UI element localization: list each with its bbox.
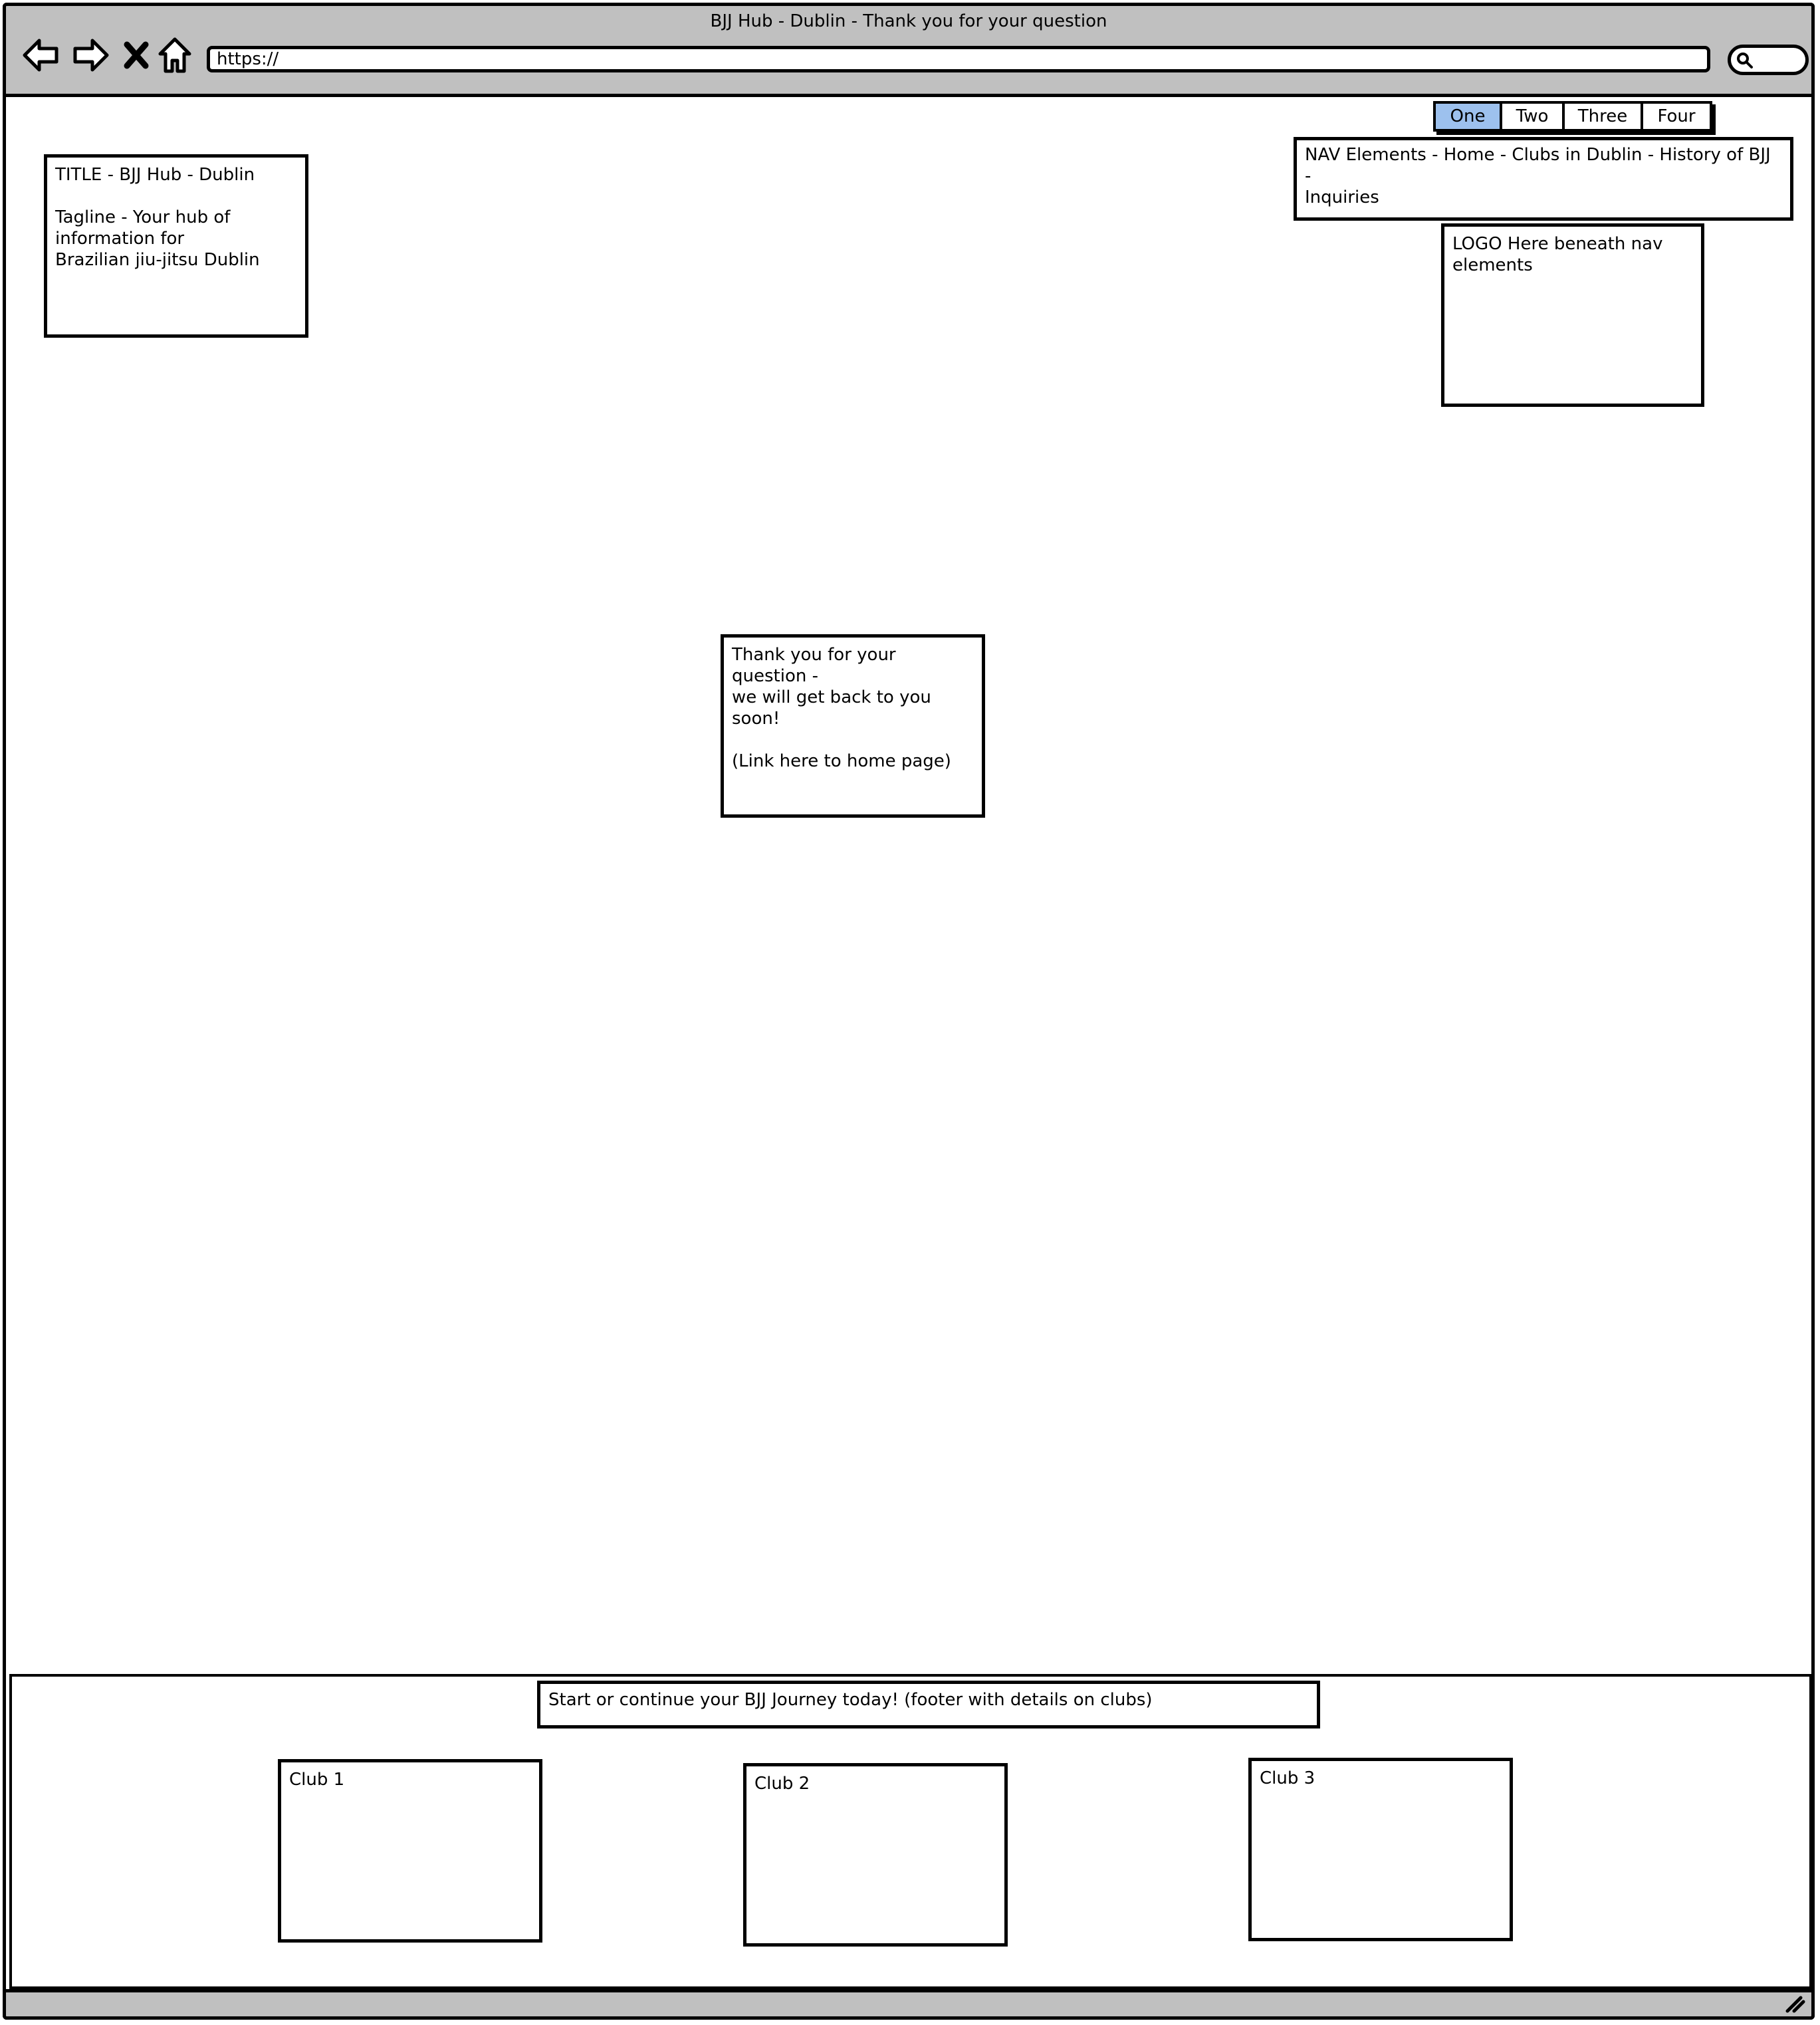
search-field[interactable] [1728, 45, 1809, 75]
logo-placeholder-box: LOGO Here beneath nav elements [1441, 223, 1704, 407]
title-tagline-box: TITLE - BJJ Hub - Dublin Tagline - Your … [44, 154, 308, 338]
tab-four[interactable]: Four [1657, 106, 1696, 126]
tab-three[interactable]: Three [1565, 104, 1643, 129]
browser-chrome: BJJ Hub - Dublin - Thank you for your qu… [3, 3, 1815, 97]
url-input[interactable]: https:// [207, 46, 1710, 72]
nav-elements-box: NAV Elements - Home - Clubs in Dublin - … [1294, 137, 1793, 221]
tab-one[interactable]: One [1436, 104, 1502, 129]
thank-you-message-box: Thank you for your question - we will ge… [721, 634, 985, 818]
tab-bar: One Two Three Four [1433, 101, 1712, 132]
club-1-box: Club 1 [278, 1759, 542, 1943]
resize-grip-icon[interactable] [1783, 1994, 1806, 2014]
back-arrow-icon[interactable] [21, 35, 62, 75]
tab-two[interactable]: Two [1502, 104, 1565, 129]
club-2-box: Club 2 [743, 1763, 1008, 1947]
club-3-box: Club 3 [1248, 1758, 1513, 1941]
forward-arrow-icon[interactable] [70, 35, 111, 75]
status-bar [3, 1989, 1815, 2020]
footer-heading-box: Start or continue your BJJ Journey today… [537, 1681, 1320, 1728]
search-icon [1737, 53, 1753, 68]
close-x-icon[interactable] [120, 35, 152, 75]
home-icon[interactable] [156, 35, 193, 75]
window-title: BJJ Hub - Dublin - Thank you for your qu… [710, 11, 1107, 31]
